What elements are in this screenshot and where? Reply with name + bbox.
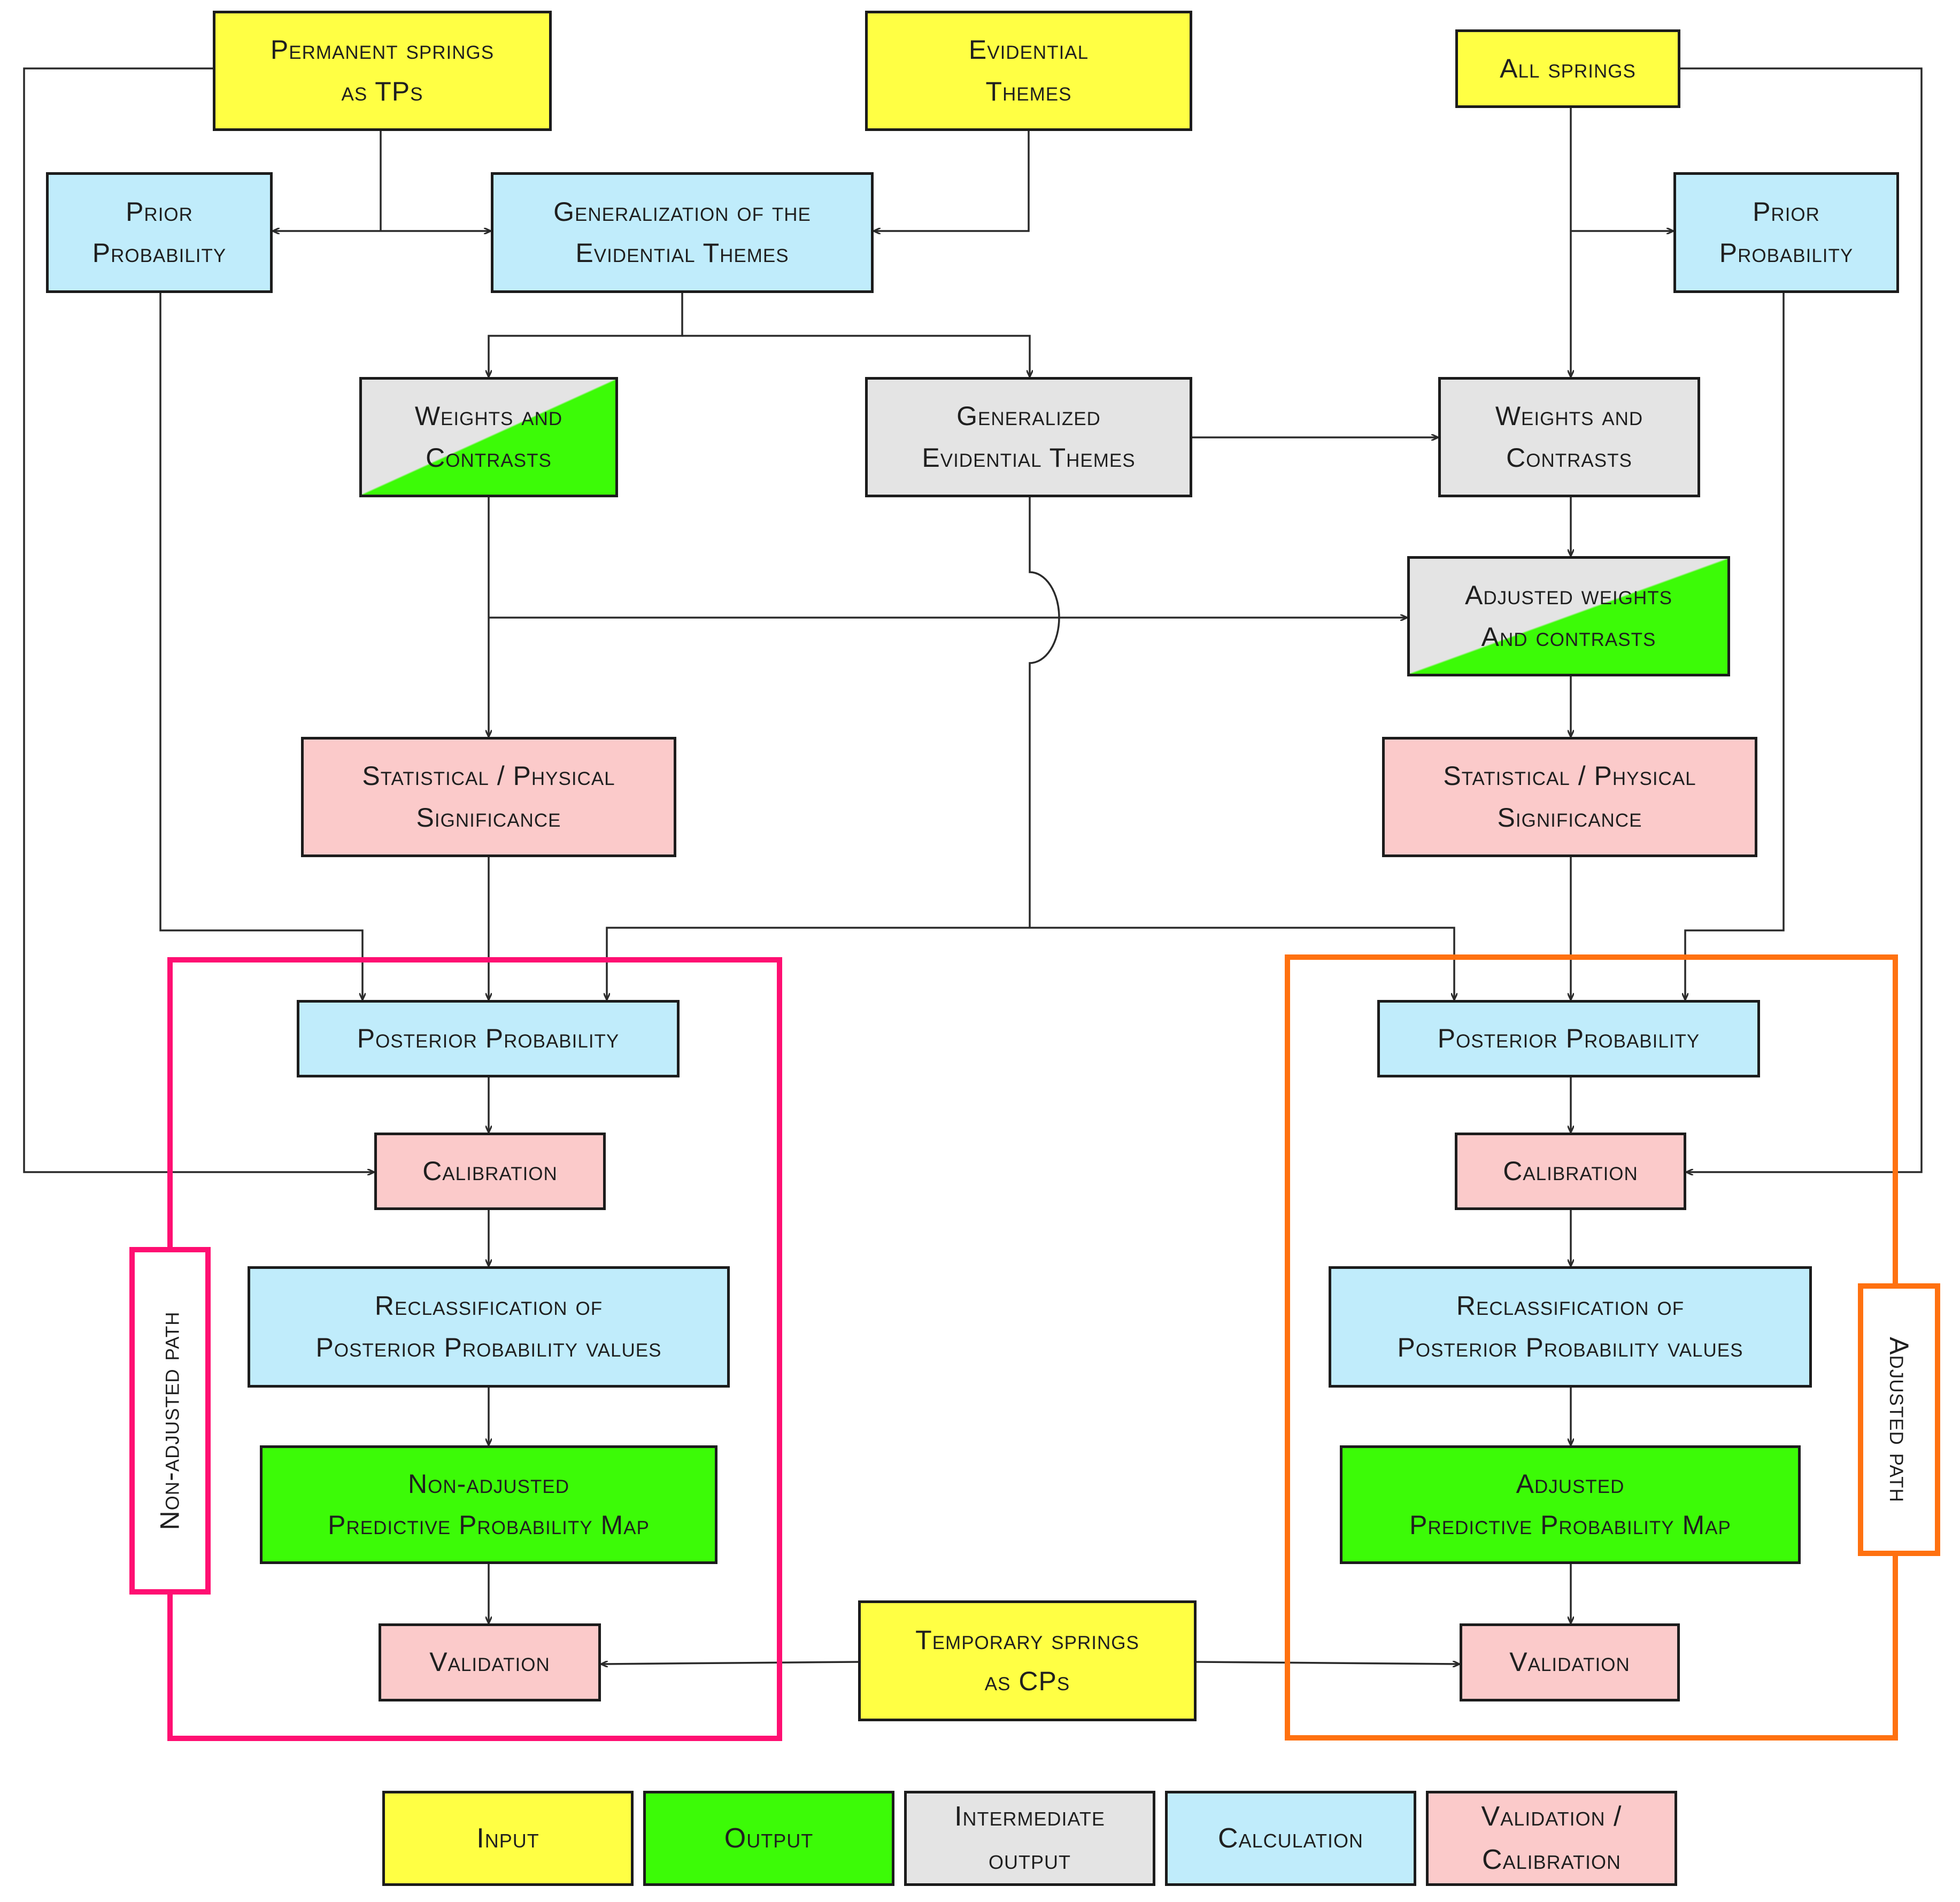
- legend-calculation: Calculation: [1165, 1791, 1416, 1886]
- adjusted-path-label: Adjusted path: [1858, 1283, 1940, 1556]
- arrow-permanent-to-calibration: [23, 67, 374, 1172]
- validation-right-node: Validation: [1460, 1623, 1680, 1701]
- calibration-right-node: Calibration: [1455, 1133, 1686, 1210]
- posterior-probability-right-node: Posterior Probability: [1377, 1000, 1760, 1077]
- non-adjusted-path-label: Non-adjusted path: [129, 1247, 211, 1595]
- arrow-generalized-to-posterior-left: [607, 927, 1030, 1000]
- arrow-to-weights-left: [489, 293, 683, 377]
- arrow-allsprings-to-calibration: [1680, 67, 1923, 1172]
- legend-input: Input: [382, 1791, 634, 1886]
- connector-generalized-down: [1029, 497, 1060, 928]
- arrow-temporary-to-validation-right: [1196, 1662, 1460, 1664]
- arrow-evidential-to-generalization: [874, 131, 1030, 231]
- arrow-generalized-to-posterior-right: [1030, 927, 1454, 1000]
- arrow-prior-right-to-posterior: [1685, 293, 1785, 1000]
- arrow-to-generalized-themes: [682, 335, 1030, 377]
- arrow-prior-left-to-posterior: [159, 293, 362, 1000]
- calibration-left-node: Calibration: [374, 1133, 606, 1210]
- all-springs-node: All springs: [1455, 29, 1680, 108]
- legend-output: Output: [643, 1791, 894, 1886]
- posterior-probability-left-node: Posterior Probability: [297, 1000, 680, 1077]
- arrow-temporary-to-validation-left: [601, 1662, 859, 1664]
- validation-left-node: Validation: [379, 1623, 601, 1701]
- legend-validation-calibration: Validation /Calibration: [1426, 1791, 1677, 1886]
